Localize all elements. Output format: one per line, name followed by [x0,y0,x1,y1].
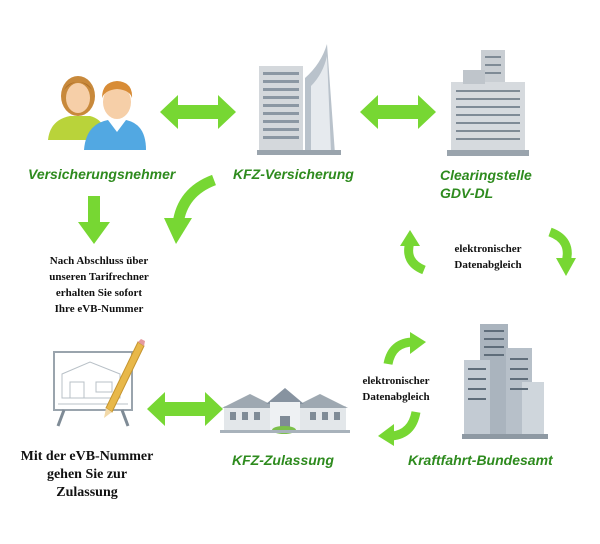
node-label-versicherungsnehmer: Versicherungsnehmer [28,166,176,182]
note-zulassung: Mit der eVB-Nummer gehen Sie zur Zulassu… [12,448,162,503]
villa-icon [220,388,350,434]
planning-board-icon [53,339,145,427]
cycle-arrow-icon [400,230,426,275]
double-arrow-icon [360,95,436,129]
federal-building-icon [462,324,548,439]
node-label-line: GDV-DL [440,185,494,202]
note-line: Nach Abschluss über [49,255,149,267]
note-line: elektronischer [362,375,430,387]
node-label-kraftfahrt-bundesamt: Kraftfahrt-Bundesamt [408,452,553,468]
note-line: unseren Tarifrechner [49,270,149,283]
note-line: Mit der eVB-Nummer [20,449,154,464]
note-line: gehen Sie zur [46,467,128,483]
note-line: elektronischer [454,243,522,255]
down-arrow-icon [78,196,110,244]
note-datenabgleich-upper: elektronischer Datenabgleich [428,242,548,274]
clearing-building-icon [447,50,529,156]
node-label-clearingstelle: Clearingstelle GDV-DL [440,166,532,202]
note-line: Datenabgleich [362,390,430,403]
people-icon [48,76,146,150]
note-line: erhalten Sie sofort [55,286,143,299]
note-line: Zulassung [56,485,118,501]
note-tarifrechner: Nach Abschluss über unseren Tarifrechner… [24,254,174,318]
node-label-line: Clearingstelle [440,167,532,183]
note-datenabgleich-lower: elektronischer Datenabgleich [336,374,456,406]
cycle-arrow-icon [378,410,421,446]
curved-arrow-icon [164,174,217,244]
double-arrow-icon [147,392,223,426]
node-label-kfz-zulassung: KFZ-Zulassung [232,452,334,468]
note-line: Datenabgleich [454,258,522,271]
double-arrow-icon [160,95,236,129]
office-tower-icon [257,44,341,155]
node-label-kfz-versicherung: KFZ-Versicherung [233,166,354,182]
cycle-arrow-icon [548,227,576,276]
cycle-arrow-icon [383,332,426,366]
note-line: Ihre eVB-Nummer [54,302,144,315]
